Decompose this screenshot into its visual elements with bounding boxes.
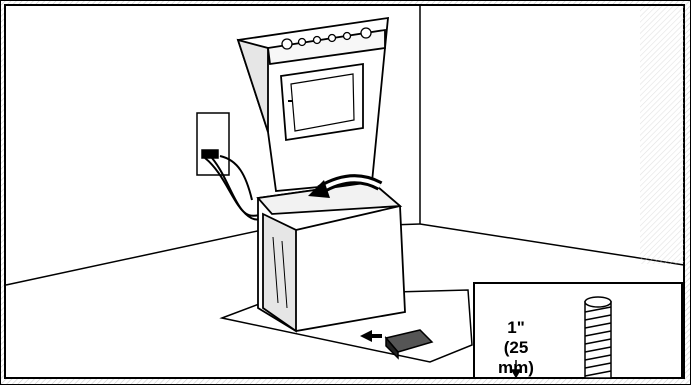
measurement-label: 1" (25 mm) xyxy=(486,318,546,378)
threaded-leg xyxy=(585,297,611,378)
measurement-imperial: 1" xyxy=(486,318,546,338)
measurement-metric: (25 mm) xyxy=(486,338,546,378)
wall-hatch xyxy=(640,6,684,264)
washer-unit xyxy=(258,182,405,331)
